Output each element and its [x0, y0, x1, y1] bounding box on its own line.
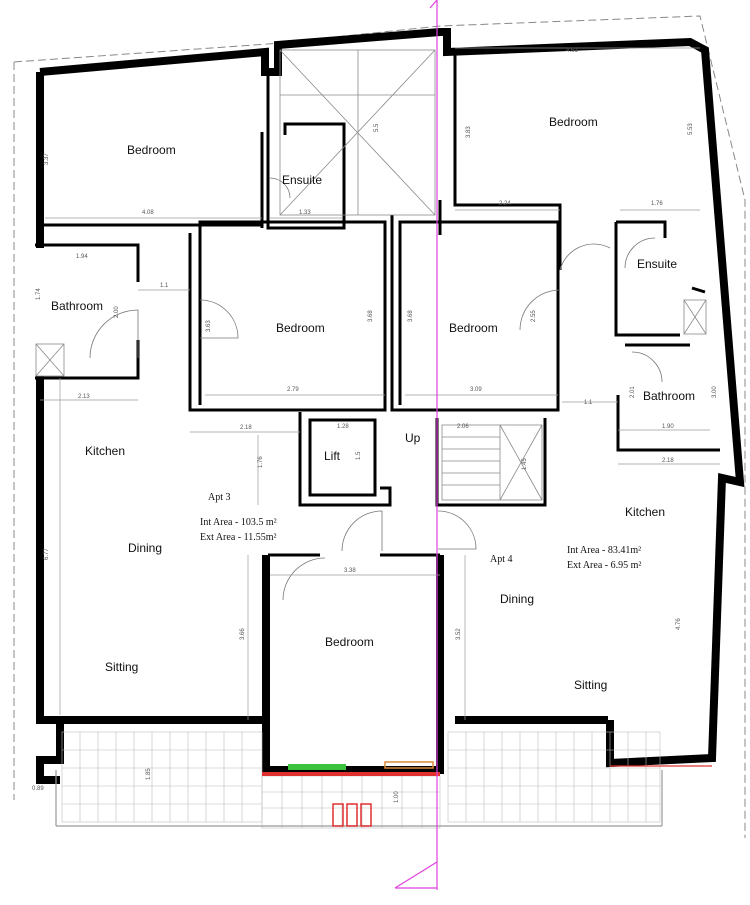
dim-label: 0.89	[32, 786, 44, 792]
dim-label: 1.5	[356, 451, 362, 460]
dim-label: 4.08	[142, 210, 154, 216]
dim-label: 5.5	[374, 123, 380, 132]
dim-label: 2.24	[499, 201, 511, 207]
dim-label: 2.01	[630, 386, 636, 398]
dim-label: 2.55	[531, 310, 537, 322]
room-label-kitchen-right: Kitchen	[625, 505, 665, 519]
room-label-bedroom-top-left: Bedroom	[127, 143, 176, 157]
dim-label: 1.74	[36, 288, 42, 300]
apt3-name: Apt 3	[208, 492, 231, 503]
room-label-up: Up	[405, 431, 421, 445]
dim-label: 1.00	[394, 791, 400, 803]
dim-label: 4.61	[566, 48, 578, 54]
door-swings	[89, 177, 663, 601]
dim-label: 1.28	[337, 424, 349, 430]
dim-label: 2.18	[240, 425, 252, 431]
balcony-tiles	[55, 731, 663, 829]
room-label-dining-right: Dining	[500, 592, 534, 606]
dim-label: 2.13	[78, 394, 90, 400]
dim-label: 1.76	[651, 201, 663, 207]
shaft-boxes	[35, 299, 707, 377]
dim-label: 1.76	[258, 456, 264, 468]
apt3-int-area: Int Area - 103.5 m²	[200, 517, 277, 528]
dim-label: 2.00	[114, 306, 120, 318]
room-label-dining-left: Dining	[128, 541, 162, 555]
dim-label: 3.38	[344, 568, 356, 574]
room-label-bedroom-mid-right: Bedroom	[449, 321, 498, 335]
lightwell-left	[279, 49, 436, 216]
dim-label: 1.45	[522, 458, 528, 470]
dim-label: 3.52	[456, 628, 462, 640]
window-strips	[262, 761, 712, 827]
apartment-areas: Apt 3 Int Area - 103.5 m² Ext Area - 11.…	[200, 492, 641, 571]
dim-label: 3.68	[408, 310, 414, 322]
dim-label: 3.68	[368, 310, 374, 322]
dim-label: 1.90	[662, 424, 674, 430]
dim-label: 2.18	[662, 458, 674, 464]
room-label-kitchen-left: Kitchen	[85, 444, 125, 458]
dim-label: 1.1	[160, 283, 169, 289]
room-label-ensuite-right: Ensuite	[637, 257, 677, 271]
room-label-lift: Lift	[324, 449, 341, 463]
room-label-sitting-right: Sitting	[574, 678, 607, 692]
section-axis	[394, 0, 438, 890]
room-label-sitting-left: Sitting	[105, 660, 138, 674]
site-boundary	[13, 15, 746, 838]
apt4-name: Apt 4	[490, 554, 513, 565]
dim-label: 3.00	[712, 386, 718, 398]
dim-label: 3.66	[240, 628, 246, 640]
staircase	[441, 424, 543, 501]
dim-label: 1.94	[76, 254, 88, 260]
dim-label: 3.37	[44, 153, 50, 165]
apt4-int-area: Int Area - 83.41m²	[567, 545, 641, 556]
room-label-bathroom-left: Bathroom	[51, 299, 103, 313]
apt4-ext-area: Ext Area - 6.95 m²	[567, 560, 641, 571]
room-label-bathroom-right: Bathroom	[643, 389, 695, 403]
dim-label: 3.63	[206, 320, 212, 332]
dim-label: 1.33	[299, 210, 311, 216]
apt3-ext-area: Ext Area - 11.55m²	[200, 532, 277, 543]
room-label-bedroom-bottom: Bedroom	[325, 635, 374, 649]
dim-label: 1.1	[584, 400, 593, 406]
room-label-bedroom-mid-left: Bedroom	[276, 321, 325, 335]
dim-label: 6.77	[44, 548, 50, 560]
dimension-lines	[40, 47, 720, 720]
room-labels: Bedroom Ensuite Bedroom Bathroom Bedroom…	[51, 115, 695, 692]
dim-label: 4.76	[676, 618, 682, 630]
dim-label: 3.83	[466, 126, 472, 138]
dimension-labels: 4.08 1.33 3.37 5.5 4.61 3.83 2.24 1.76 5…	[32, 48, 718, 803]
dim-label: 2.79	[287, 387, 299, 393]
dim-label: 2.06	[457, 424, 469, 430]
dim-label: 1.85	[146, 768, 152, 780]
room-label-ensuite-left: Ensuite	[282, 173, 322, 187]
room-label-bedroom-top-right: Bedroom	[549, 115, 598, 129]
dim-label: 5.53	[688, 123, 694, 135]
dim-label: 3.09	[470, 387, 482, 393]
